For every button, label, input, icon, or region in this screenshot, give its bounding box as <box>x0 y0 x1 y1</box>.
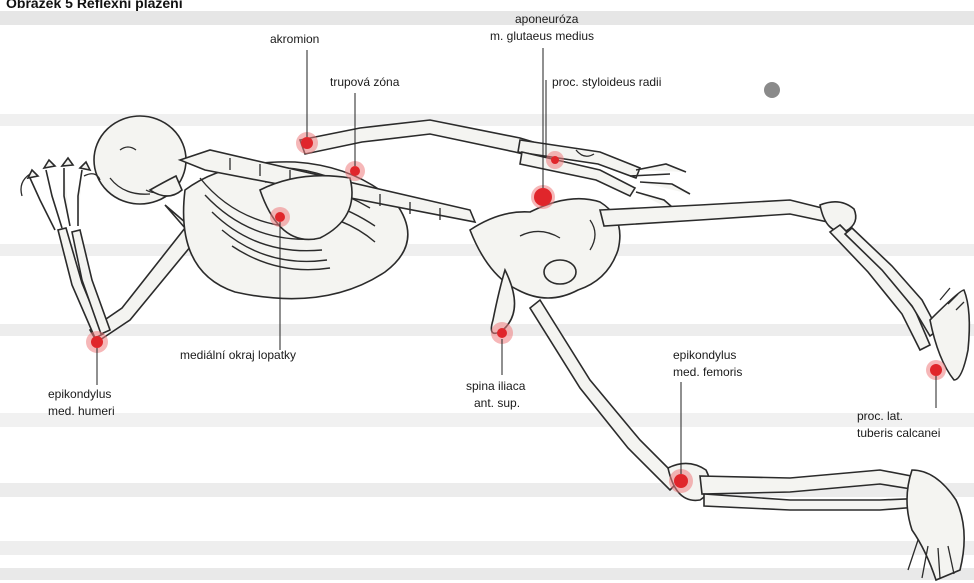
label-epikondylus-humeri-line2: med. humeri <box>48 404 115 418</box>
skull <box>94 116 186 204</box>
label-trupova-zona: trupová zóna <box>330 75 400 89</box>
grey-dot <box>764 82 780 98</box>
thorax <box>180 150 475 299</box>
point-aponeuroza <box>531 185 555 209</box>
label-epikondylus-humeri-line1: epikondylus <box>48 387 111 401</box>
label-akromion: akromion <box>270 32 319 46</box>
label-proc-lat-line2: tuberis calcanei <box>857 426 940 440</box>
label-proc-lat-line1: proc. lat. <box>857 409 903 423</box>
label-aponeuroza-line1: aponeuróza <box>515 12 579 26</box>
figure-title: Obrázek 5 Reflexní plazení <box>6 0 183 11</box>
right-leg <box>600 200 969 380</box>
label-epikondylus-femoris-line2: med. femoris <box>673 365 742 379</box>
label-spina-iliaca-line2: ant. sup. <box>474 396 520 410</box>
label-spina-iliaca-line1: spina iliaca <box>466 379 526 393</box>
left-leg <box>530 300 964 580</box>
label-proc-styloideus: proc. styloideus radii <box>552 75 661 89</box>
label-aponeuroza-line2: m. glutaeus medius <box>490 29 594 43</box>
label-medialni-okraj: mediální okraj lopatky <box>180 348 296 362</box>
point-proc-styloideus <box>546 151 564 169</box>
label-epikondylus-femoris-line1: epikondylus <box>673 348 736 362</box>
